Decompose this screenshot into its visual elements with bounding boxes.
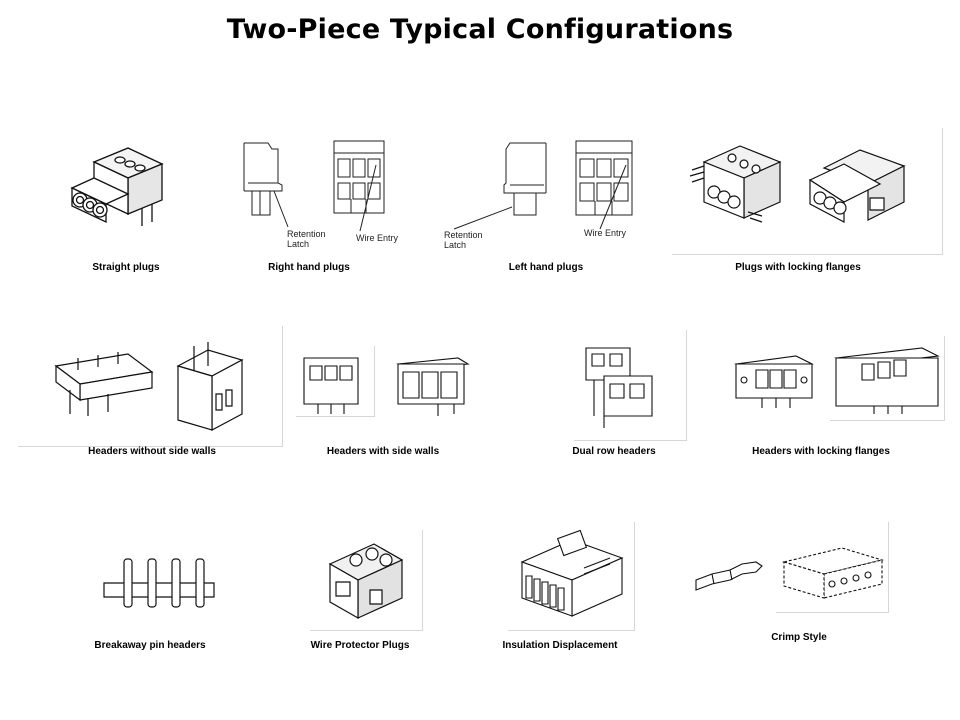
image-frame-dual-row (574, 330, 687, 441)
wire-entry-label-left: Wire Entry (584, 228, 627, 238)
caption-headers-locking-flanges: Headers with locking flanges (752, 446, 890, 457)
straight-plug-illustration (66, 142, 176, 237)
wire-entry-label-right: Wire Entry (356, 233, 399, 243)
header-without-side-walls-illustration (48, 336, 274, 436)
wire-protector-plug-illustration (316, 538, 412, 624)
image-frame-wire-protector (310, 530, 423, 631)
image-frame-idc (508, 522, 635, 631)
image-frame-plugs-flanges (672, 128, 943, 255)
image-frame-headers-no-walls (18, 326, 283, 447)
caption-insulation-displacement: Insulation Displacement (502, 640, 618, 651)
dual-row-header-illustration (580, 342, 670, 432)
caption-dual-row-headers: Dual row headers (572, 446, 656, 457)
retention-latch-label-right: Retention Latch (287, 229, 326, 249)
plug-locking-flanges-illustration (684, 140, 934, 240)
caption-right-hand-plugs: Right hand plugs (268, 262, 350, 273)
header-with-side-walls-illustration (298, 350, 488, 422)
caption-headers-without-side-walls: Headers without side walls (88, 446, 216, 457)
caption-crimp-style: Crimp Style (771, 632, 827, 643)
image-frame-crimp (776, 522, 889, 613)
page-title: Two-Piece Typical Configurations (226, 14, 734, 45)
insulation-displacement-illustration (514, 528, 630, 624)
retention-latch-label-left: Retention Latch (444, 230, 483, 250)
caption-plugs-locking-flanges: Plugs with locking flanges (735, 262, 861, 273)
caption-straight-plugs: Straight plugs (92, 262, 160, 273)
caption-wire-protector-plugs: Wire Protector Plugs (310, 640, 410, 651)
left-hand-plug-illustration (440, 135, 650, 245)
header-locking-flanges-illustration (732, 340, 942, 416)
caption-headers-with-side-walls: Headers with side walls (326, 446, 440, 457)
image-frame-headers-walls-a (296, 346, 375, 417)
image-frame-headers-flanges (830, 336, 945, 421)
caption-breakaway-pin-headers: Breakaway pin headers (94, 640, 206, 651)
caption-left-hand-plugs: Left hand plugs (508, 262, 584, 273)
right-hand-plug-illustration (238, 135, 398, 245)
breakaway-pin-header-illustration (100, 555, 220, 615)
crimp-style-illustration (692, 540, 888, 610)
